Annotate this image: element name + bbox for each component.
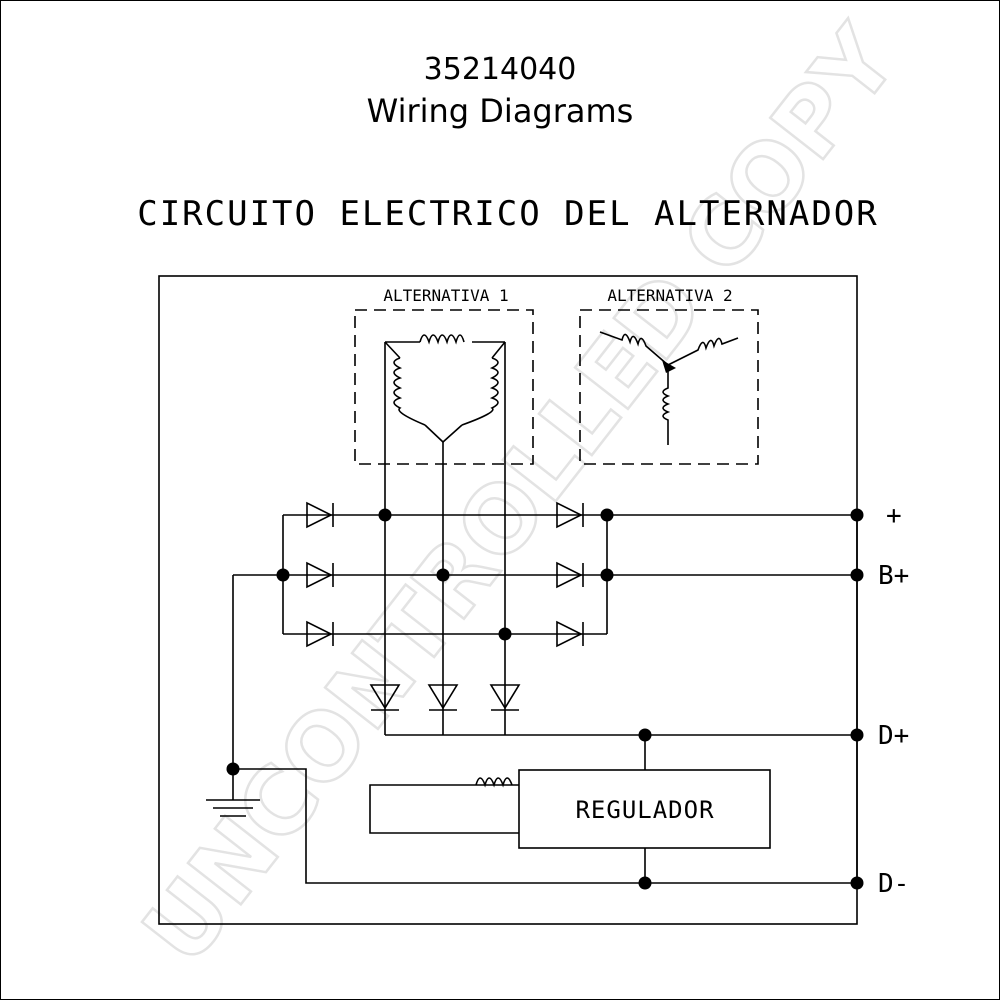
diode-left-3 xyxy=(306,620,334,648)
alt1-label: ALTERNATIVA 1 xyxy=(383,286,508,305)
terminal-d-plus-label: D+ xyxy=(878,721,909,751)
part-number: 35214040 xyxy=(423,52,577,87)
ground-icon xyxy=(206,799,260,817)
regulator-label: REGULADOR xyxy=(575,796,714,824)
alt2-box xyxy=(579,309,759,465)
star-winding xyxy=(599,331,739,445)
phase-lines xyxy=(384,342,506,735)
diode-right-2 xyxy=(556,561,584,589)
alt2-label: ALTERNATIVA 2 xyxy=(607,286,732,305)
watermark-text: UNCONTROLLED COPY xyxy=(123,7,919,984)
d-plus-bus xyxy=(385,734,857,770)
exciter-diode-1 xyxy=(369,684,401,711)
terminal-plus-label: + xyxy=(886,501,902,531)
field-coil xyxy=(369,777,519,834)
delta-winding xyxy=(384,334,506,443)
alt1-box xyxy=(354,309,534,465)
page-subtitle: Wiring Diagrams xyxy=(366,92,634,130)
diode-left-2 xyxy=(306,561,334,589)
diode-right-3 xyxy=(556,620,584,648)
terminal-b-plus-label: B+ xyxy=(878,561,909,591)
diode-left-1 xyxy=(306,501,334,529)
diode-right-1 xyxy=(556,501,584,529)
junction-dots xyxy=(226,508,864,890)
exciter-diode-3 xyxy=(489,684,521,711)
diagram-title: CIRCUITO ELECTRICO DEL ALTERNADOR xyxy=(137,194,879,234)
terminal-d-minus-label: D- xyxy=(878,869,909,899)
exciter-diode-2 xyxy=(427,684,459,711)
